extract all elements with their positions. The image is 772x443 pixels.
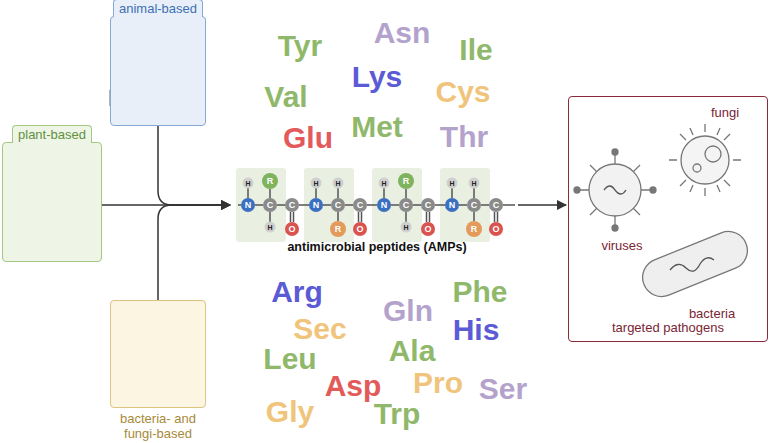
peptide-node: antimicrobial peptides (AMPs) — [232, 160, 522, 260]
pathogen-label: viruses — [601, 238, 642, 253]
atom-circles — [241, 173, 503, 237]
atom-symbol: H — [313, 180, 318, 187]
arrow-connector — [518, 204, 566, 206]
atom-symbol: H — [381, 180, 386, 187]
amino-acid-name: Ser — [479, 372, 527, 406]
amino-acid-name: Val — [264, 80, 307, 114]
atom-symbol: H — [267, 224, 272, 231]
amino-acid-name: Phe — [452, 275, 507, 309]
atom-symbol: R — [471, 224, 478, 234]
pathogen-label: fungi — [711, 105, 739, 120]
atom-symbol: C — [267, 200, 274, 210]
box-label: plant-based — [12, 125, 92, 143]
source-box: bacteria- and fungi-based — [110, 300, 206, 408]
amino-acid-name: Asp — [325, 369, 382, 403]
arrow-connector — [158, 126, 230, 205]
atom-symbol: C — [403, 200, 410, 210]
pathogen-box: targeted pathogens — [568, 96, 768, 342]
atom-symbol: N — [245, 200, 252, 210]
pathogen-icons — [574, 124, 753, 302]
arrow-connector — [158, 205, 230, 300]
amino-acid-name: Gln — [383, 294, 433, 328]
atom-symbol: H — [245, 180, 250, 187]
box-label: bacteria- and fungi-based — [110, 411, 206, 441]
amino-acid-name: Glu — [283, 121, 333, 155]
amino-acid-name: Sec — [293, 312, 346, 346]
amino-acid-name: His — [453, 313, 500, 347]
atom-symbol: C — [335, 200, 342, 210]
amino-acid-name: Tyr — [278, 29, 322, 63]
amino-acid-name: Arg — [271, 275, 323, 309]
source-box: animal-based — [110, 16, 206, 126]
atom-symbol: C — [493, 200, 500, 210]
caption-text: antimicrobial peptides (AMPs) — [287, 240, 466, 254]
amino-acid-name: Thr — [440, 120, 488, 154]
atom-symbol: O — [492, 224, 499, 234]
box-label: animal-based — [113, 0, 203, 17]
atom-symbol: N — [449, 200, 456, 210]
atom-symbol: R — [335, 224, 342, 234]
atom-symbol: C — [471, 200, 478, 210]
atom-symbol: R — [267, 176, 274, 186]
source-box: plant-based — [2, 142, 102, 262]
amino-acid-name: Gly — [266, 395, 314, 429]
amino-acid-name: Ile — [459, 33, 492, 67]
amino-acid-name: Met — [351, 110, 403, 144]
atom-symbol: O — [356, 224, 363, 234]
pathogen-label: bacteria — [689, 306, 735, 321]
atom-symbol: C — [425, 200, 432, 210]
amino-acid-name: Cys — [435, 75, 490, 109]
peptide-bonds — [238, 188, 515, 222]
amino-acid-name: Pro — [413, 366, 463, 400]
amino-acid-name: Ala — [389, 334, 436, 368]
atom-symbol: O — [424, 224, 431, 234]
atom-symbol: H — [335, 180, 340, 187]
atom-symbol: N — [313, 200, 320, 210]
atom-symbol: C — [357, 200, 364, 210]
amino-acid-name: Leu — [263, 342, 316, 376]
box-label: targeted pathogens — [612, 320, 724, 335]
amino-acid-name: Trp — [374, 397, 421, 431]
atom-symbol: H — [471, 180, 476, 187]
atom-symbol: O — [288, 224, 295, 234]
amino-acid-name: Lys — [352, 60, 403, 94]
amino-acid-name: Asn — [374, 16, 431, 50]
atom-symbol: N — [381, 200, 388, 210]
atom-symbol: H — [449, 180, 454, 187]
atom-symbol: R — [403, 176, 410, 186]
atom-symbol: C — [289, 200, 296, 210]
peptide-ground — [236, 168, 490, 242]
atom-symbol: H — [403, 224, 408, 231]
